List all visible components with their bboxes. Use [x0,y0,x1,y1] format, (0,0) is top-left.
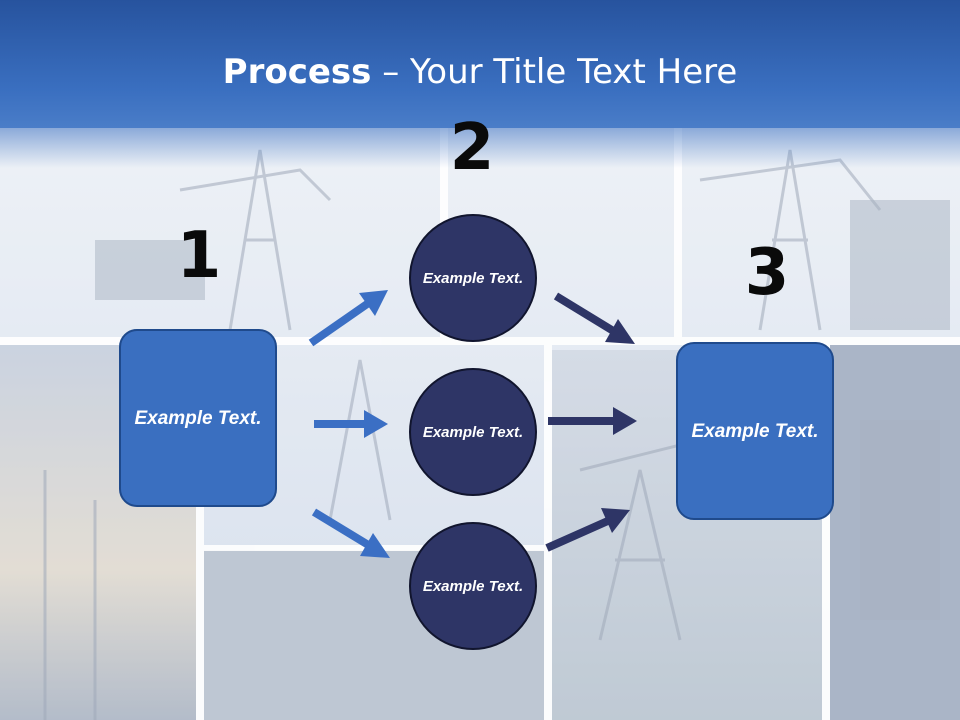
title-bold: Process [222,52,372,92]
circle-top: Example Text. [409,214,537,342]
arrow-left-to-top [308,290,388,347]
step-number-1: 1 [176,219,222,293]
header-band [0,0,960,128]
title-separator: – [371,52,411,92]
left-box: Example Text. [119,329,277,507]
circle-bottom: Example Text. [409,522,537,650]
circle-middle: Example Text. [409,368,537,496]
title-rest: Your Title Text Here [410,52,738,92]
arrow-left-to-bottom [311,508,390,558]
right-box: Example Text. [676,342,834,520]
slide-title: Process – Your Title Text Here [0,52,960,92]
arrow-left-to-middle [314,410,388,438]
step-number-3: 3 [744,236,790,310]
arrow-bottom-to-right [545,508,630,552]
arrow-top-to-right [553,292,635,344]
arrow-middle-to-right [548,407,637,435]
step-number-2: 2 [449,111,495,185]
